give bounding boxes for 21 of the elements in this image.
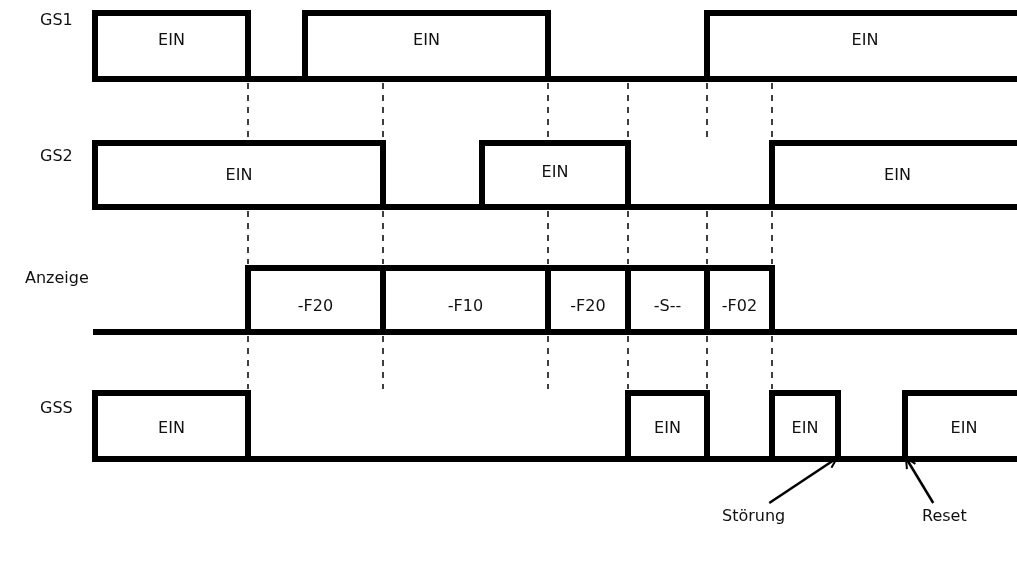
state-text: EIN bbox=[791, 418, 819, 437]
state-text: -S-- bbox=[653, 296, 682, 315]
signal-name: GSS bbox=[40, 398, 73, 417]
state-text: EIN bbox=[413, 30, 440, 49]
state-text: -F10 bbox=[447, 296, 484, 315]
signal-name: GS1 bbox=[40, 10, 73, 29]
signal-name: Anzeige bbox=[25, 268, 89, 287]
state-text: EIN bbox=[950, 418, 978, 437]
state-text: EIN bbox=[158, 418, 185, 437]
annotation-text: Störung bbox=[722, 506, 786, 525]
state-text: EIN bbox=[654, 418, 681, 437]
state-text: EIN bbox=[541, 162, 569, 181]
state-text: EIN bbox=[851, 30, 879, 49]
annotation-text: Reset bbox=[922, 506, 967, 525]
state-text: EIN bbox=[225, 165, 253, 184]
state-text: EIN bbox=[158, 30, 185, 49]
state-text: EIN bbox=[884, 165, 911, 184]
state-text: -F20 bbox=[297, 296, 334, 315]
state-text: -F20 bbox=[570, 296, 606, 315]
state-text: -F02 bbox=[721, 296, 758, 315]
signal-name: GS2 bbox=[40, 146, 73, 165]
